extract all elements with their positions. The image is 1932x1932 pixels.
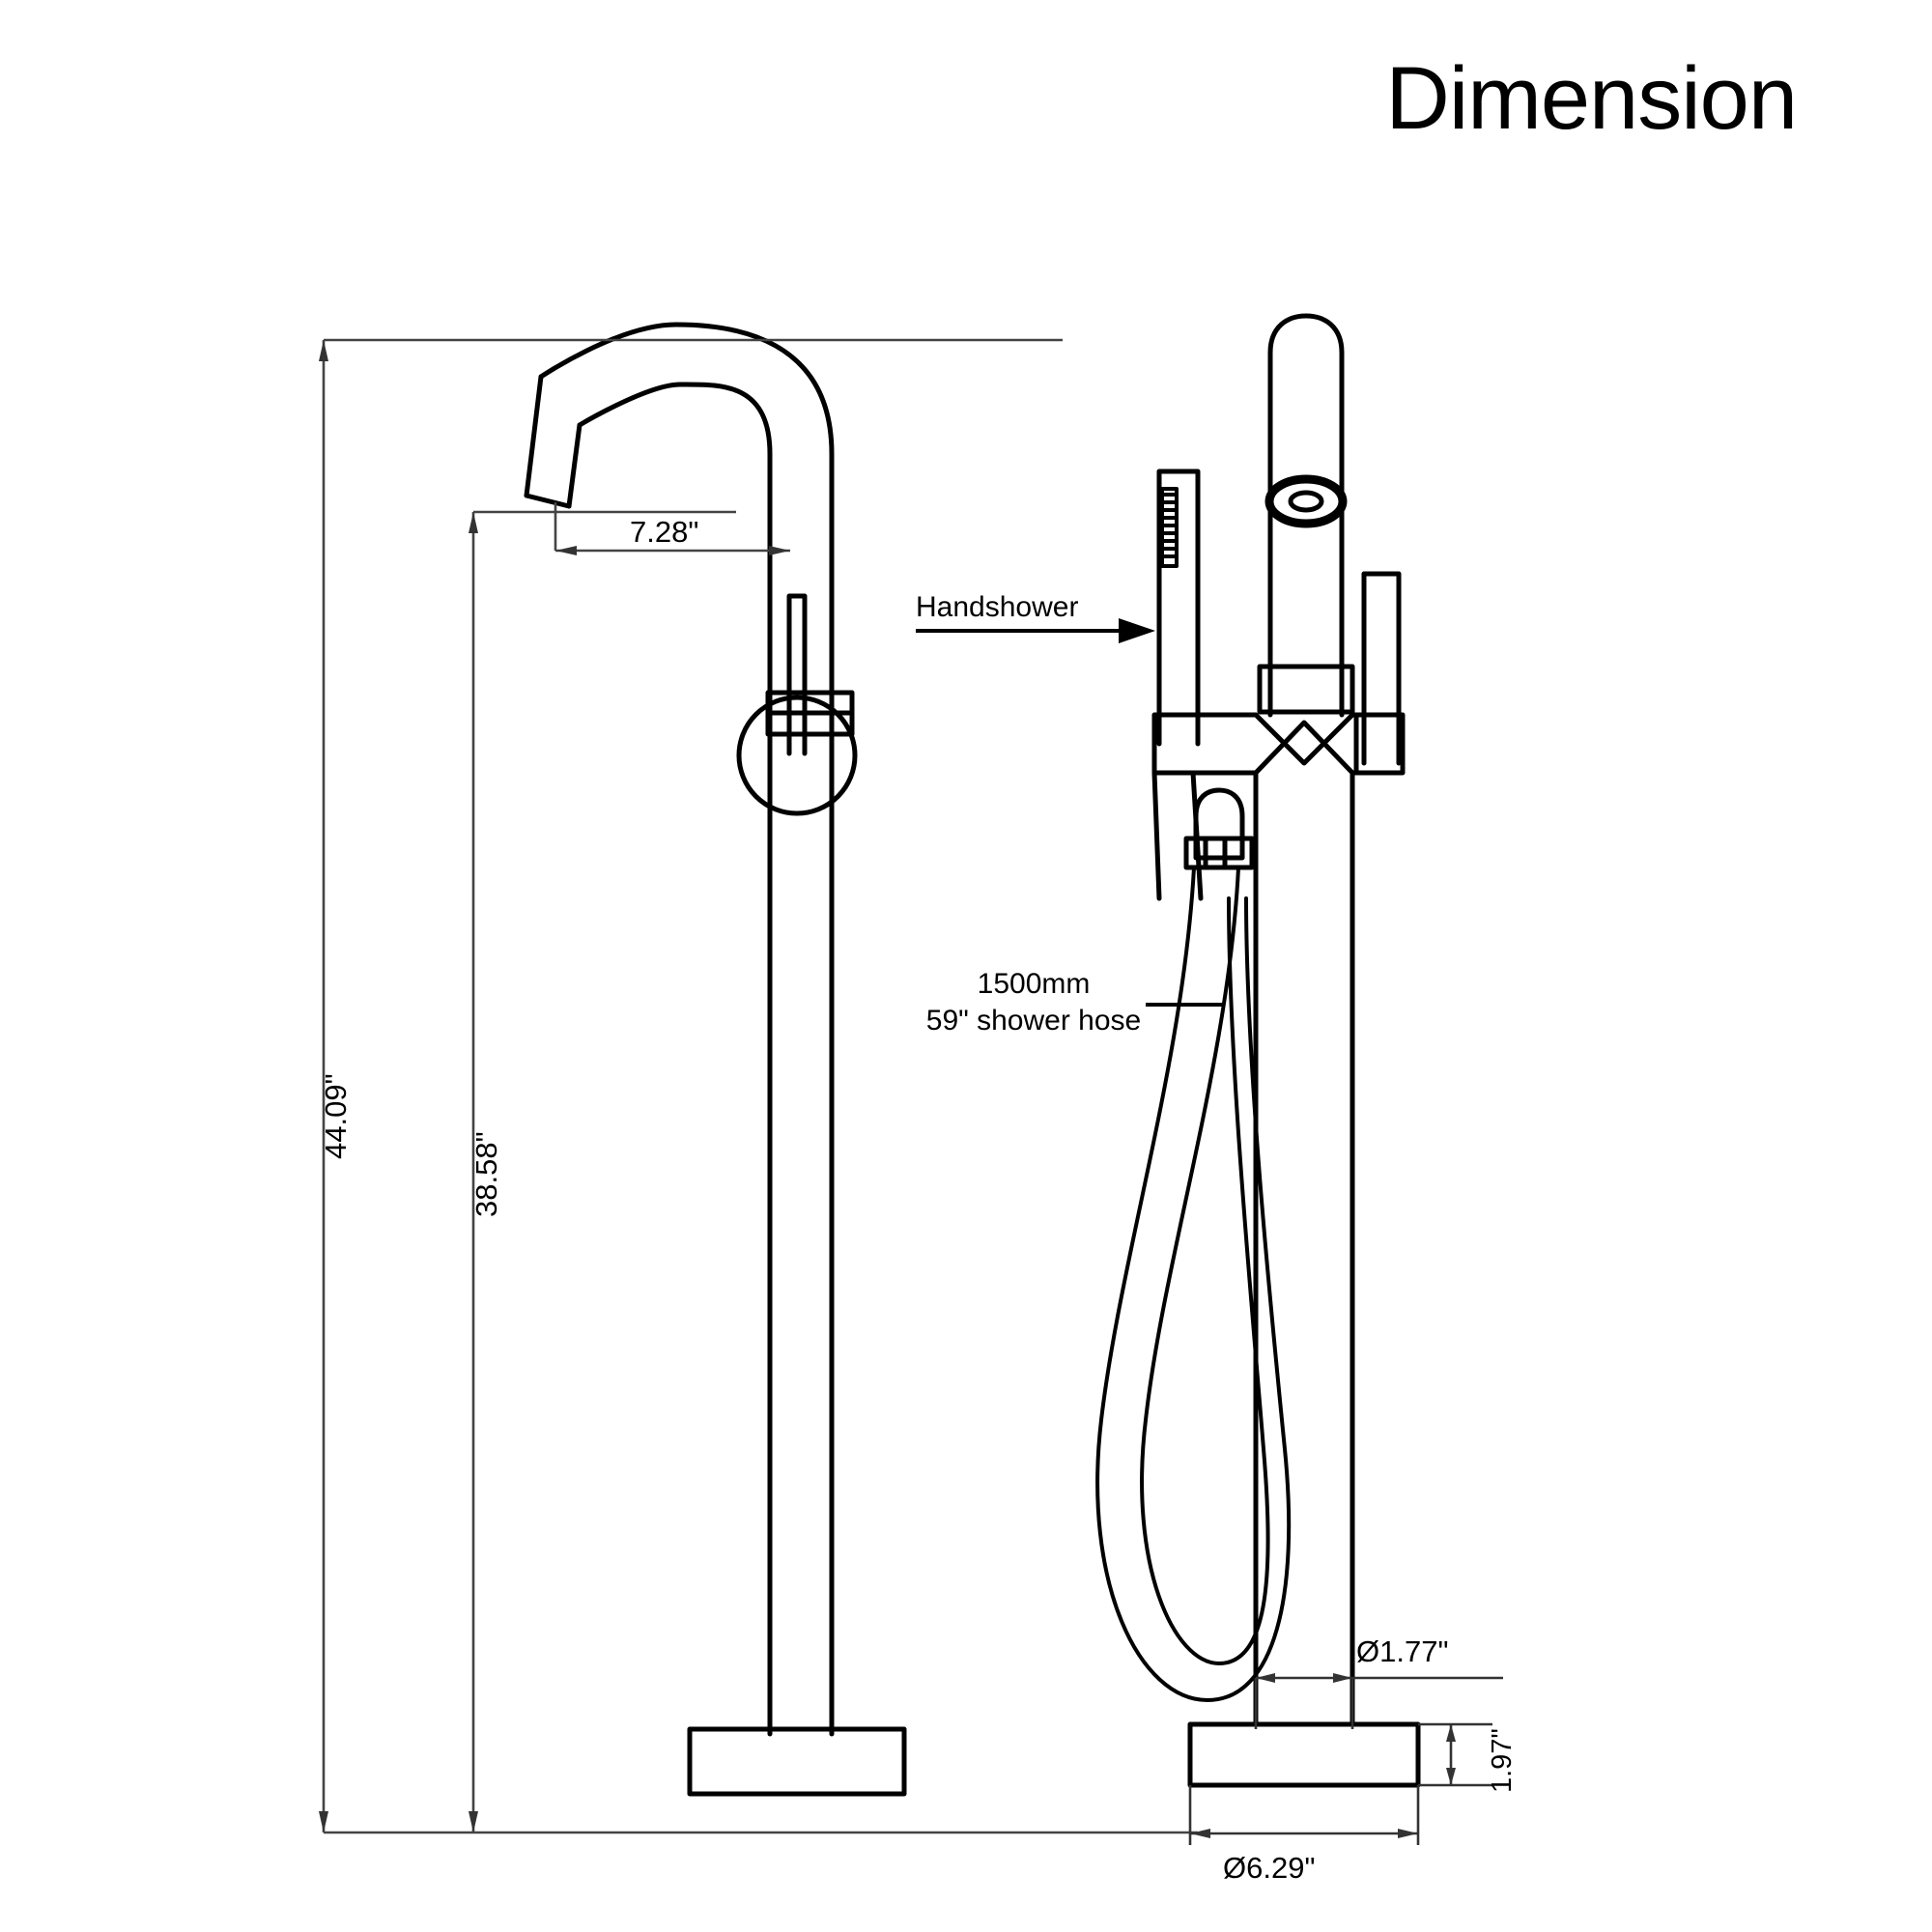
arrow-overall-bottom xyxy=(319,1811,328,1833)
arrow-col-dia-left xyxy=(1256,1673,1275,1683)
right-dimension-lines xyxy=(1188,1676,1503,1845)
left-handle-lever-outline xyxy=(786,593,808,756)
dim-label-base-diameter: Ø6.29" xyxy=(1223,1851,1316,1885)
arrow-base-thk-top xyxy=(1446,1724,1456,1742)
callout-hose-length-mm: 1500mm xyxy=(977,968,1091,1000)
arrow-base-thk-bottom xyxy=(1446,1768,1456,1785)
dim-label-spout-height: 38.58" xyxy=(469,1131,503,1217)
right-spout-tube xyxy=(1267,313,1345,718)
left-base-plate xyxy=(687,1726,907,1797)
right-base-plate xyxy=(1187,1721,1421,1788)
right-callout-leaders xyxy=(916,629,1222,1007)
right-spout-collar xyxy=(1257,664,1355,715)
dim-label-column-diameter: Ø1.77" xyxy=(1356,1634,1449,1668)
right-handle-lever xyxy=(1361,571,1402,766)
handshower-arrowhead xyxy=(1119,618,1155,643)
arrow-col-dia-right xyxy=(1333,1673,1352,1683)
left-spout-tip xyxy=(524,374,544,498)
spout-ring-inner xyxy=(1288,490,1324,513)
left-spout-tip-inner xyxy=(566,422,582,509)
callout-hose-length-in: 59" shower hose xyxy=(925,1004,1142,1037)
dim-label-base-thickness: 1.97" xyxy=(1487,1728,1518,1793)
mixer-body-block xyxy=(1151,712,1406,776)
arrow-base-dia-right xyxy=(1398,1829,1418,1838)
arrow-overall-top xyxy=(319,340,328,361)
arrow-spout-bottom xyxy=(469,1811,478,1833)
handshower-body xyxy=(1156,469,1201,747)
left-dimension-arrowheads xyxy=(319,340,790,1833)
left-dimension-lines xyxy=(322,338,1198,1834)
left-spout-inner-curve xyxy=(577,382,773,602)
right-view-faucet xyxy=(1095,313,1421,1788)
right-callout-arrowheads xyxy=(1119,618,1155,643)
arrow-reach-right xyxy=(769,546,790,555)
callout-shower-hose: 1500mm 59" shower hose xyxy=(923,966,1145,1038)
left-spout-tip-face xyxy=(524,493,572,509)
hose-connector-nut xyxy=(1183,836,1255,870)
dim-label-overall-height: 44.09" xyxy=(319,1073,353,1159)
right-dimension-arrowheads xyxy=(1190,1673,1456,1838)
callout-handshower-label: Handshower xyxy=(916,591,1079,623)
dim-label-spout-reach: 7.28" xyxy=(630,515,699,549)
arrow-spout-top xyxy=(469,512,478,533)
mixer-left-skirt xyxy=(1151,770,1162,901)
page-title: Dimension xyxy=(1385,49,1798,148)
shower-hose-outer xyxy=(1095,866,1292,1702)
handshower-spray-face xyxy=(1160,487,1179,568)
left-view-faucet xyxy=(524,322,907,1797)
shower-hose-inner xyxy=(1140,866,1270,1665)
left-spout-outer-curve xyxy=(538,322,835,602)
hose-connector xyxy=(1193,787,1245,861)
arrow-base-dia-left xyxy=(1190,1829,1210,1838)
spout-ring-outer xyxy=(1264,474,1348,528)
arrow-reach-left xyxy=(555,546,577,555)
left-valve-hub xyxy=(736,695,858,816)
